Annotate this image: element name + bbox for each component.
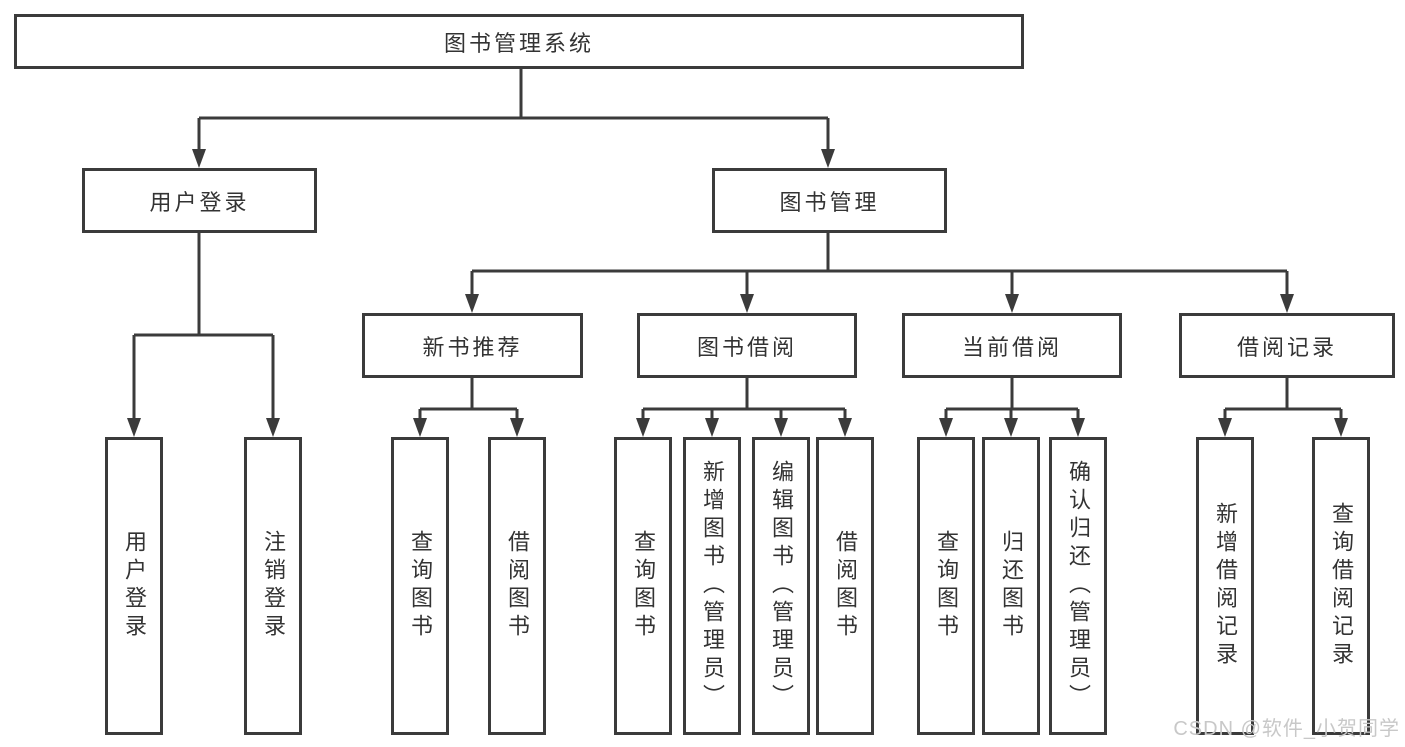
node-book-borrow: 图书借阅 <box>637 313 857 378</box>
node-new-book-recommend: 新书推荐 <box>362 313 583 378</box>
node-label: 图书管理 <box>779 189 880 215</box>
node-label: 编辑图书（管理员） <box>769 460 794 712</box>
node-label: 借阅图书 <box>833 530 858 642</box>
node-return-book: 归还图书 <box>982 437 1040 735</box>
node-label: 新增图书（管理员） <box>700 460 725 712</box>
node-edit-book-admin: 编辑图书（管理员） <box>752 437 810 735</box>
node-query-books-current: 查询图书 <box>917 437 975 735</box>
node-add-book-admin: 新增图书（管理员） <box>683 437 741 735</box>
node-query-books-recommend: 查询图书 <box>391 437 449 735</box>
node-query-books-borrow: 查询图书 <box>614 437 672 735</box>
node-label: 注销登录 <box>261 530 286 642</box>
node-user-login-action: 用户登录 <box>105 437 163 735</box>
node-current-borrow: 当前借阅 <box>902 313 1122 378</box>
node-library-management-system: 图书管理系统 <box>14 14 1024 69</box>
arrowheads <box>127 149 1348 437</box>
node-label: 确认归还（管理员） <box>1066 460 1091 712</box>
node-label: 借阅记录 <box>1236 334 1337 360</box>
node-label: 归还图书 <box>999 530 1024 642</box>
node-user-login: 用户登录 <box>82 168 317 233</box>
node-borrow-books: 借阅图书 <box>816 437 874 735</box>
node-label: 查询图书 <box>631 530 656 642</box>
node-label: 图书借阅 <box>696 334 797 360</box>
node-label: 当前借阅 <box>961 334 1062 360</box>
node-book-management: 图书管理 <box>712 168 947 233</box>
node-query-borrow-record: 查询借阅记录 <box>1312 437 1370 735</box>
node-borrow-record: 借阅记录 <box>1179 313 1395 378</box>
node-label: 用户登录 <box>149 189 250 215</box>
node-label: 借阅图书 <box>505 530 530 642</box>
node-borrow-books-recommend: 借阅图书 <box>488 437 546 735</box>
node-label: 查询图书 <box>934 530 959 642</box>
node-label: 用户登录 <box>122 530 147 642</box>
node-confirm-return-admin: 确认归还（管理员） <box>1049 437 1107 735</box>
node-add-borrow-record: 新增借阅记录 <box>1196 437 1254 735</box>
csdn-watermark: CSDN @软件_小贺同学 <box>1173 718 1400 740</box>
node-label: 图书管理系统 <box>443 30 594 56</box>
node-label: 新书推荐 <box>422 334 523 360</box>
node-label: 查询图书 <box>408 530 433 642</box>
node-label: 查询借阅记录 <box>1329 502 1354 670</box>
node-label: 新增借阅记录 <box>1213 502 1238 670</box>
node-logout-action: 注销登录 <box>244 437 302 735</box>
